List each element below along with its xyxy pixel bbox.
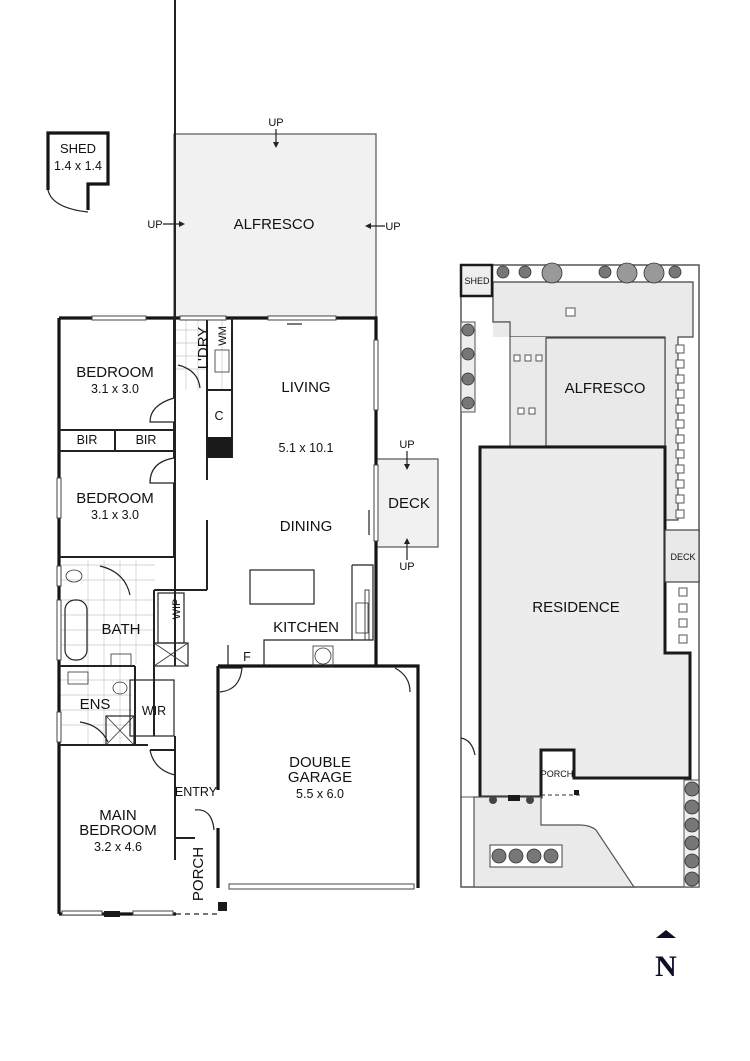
compass-north-label: N <box>655 950 677 983</box>
bir2-label: BIR <box>136 433 157 447</box>
dining-label: DINING <box>280 518 333 535</box>
fixtures <box>64 349 374 915</box>
alfresco-up-left-label: UP <box>147 219 162 231</box>
alfresco-up-top-label: UP <box>268 117 283 129</box>
deck-label: DECK <box>388 495 430 512</box>
bath-tiles <box>60 560 155 745</box>
bedroom2-dims: 3.1 x 3.0 <box>91 508 139 522</box>
shed <box>46 131 110 213</box>
washing-machine-label: WM <box>217 326 229 346</box>
site-plan <box>459 262 700 888</box>
main-bedroom-dims: 3.2 x 4.6 <box>94 840 142 854</box>
deck-up-top-label: UP <box>399 439 414 451</box>
door-swings <box>79 364 411 831</box>
shed-label: SHED <box>60 141 96 156</box>
cupboard-label: C <box>214 409 223 423</box>
site-residence-label: RESIDENCE <box>532 599 620 616</box>
living-label: LIVING <box>281 379 330 396</box>
garage-dims: 5.5 x 6.0 <box>296 787 344 801</box>
interior-walls <box>59 0 233 860</box>
bir1-label: BIR <box>77 433 98 447</box>
fridge-label: F <box>243 650 251 664</box>
wip-label: WIP <box>171 599 183 620</box>
shed-dims: 1.4 x 1.4 <box>54 159 102 173</box>
porch-label: PORCH <box>190 847 207 901</box>
kitchen-label: KITCHEN <box>273 619 339 636</box>
bedroom1-dims: 3.1 x 3.0 <box>91 382 139 396</box>
alfresco-up-right-label: UP <box>385 221 400 233</box>
tree-icons <box>461 262 700 887</box>
site-shed-label: SHED <box>464 276 490 286</box>
ensuite-label: ENS <box>80 696 111 713</box>
windows <box>56 315 415 917</box>
entry-label: ENTRY <box>175 785 218 799</box>
garage-label-line1: DOUBLE <box>289 754 351 771</box>
main-bedroom-label-line2: BEDROOM <box>79 822 157 839</box>
garage-label-line2: GARAGE <box>288 769 352 786</box>
bedroom1-label: BEDROOM <box>76 364 154 381</box>
laundry-tiles <box>174 318 223 390</box>
deck-up-bottom-label: UP <box>399 561 414 573</box>
site-deck-label: DECK <box>670 552 695 562</box>
main-bedroom-label-line1: MAIN <box>99 807 137 824</box>
north-arrow-icon <box>656 930 676 938</box>
bath-label: BATH <box>102 621 141 638</box>
wir-label: WIR <box>142 704 166 718</box>
laundry-label: L'DRY <box>195 327 212 370</box>
living-dims: 5.1 x 10.1 <box>279 441 334 455</box>
alfresco-label: ALFRESCO <box>234 216 315 233</box>
bedroom2-label: BEDROOM <box>76 490 154 507</box>
site-porch-label: PORCH <box>541 769 574 779</box>
site-alfresco-label: ALFRESCO <box>565 380 646 397</box>
